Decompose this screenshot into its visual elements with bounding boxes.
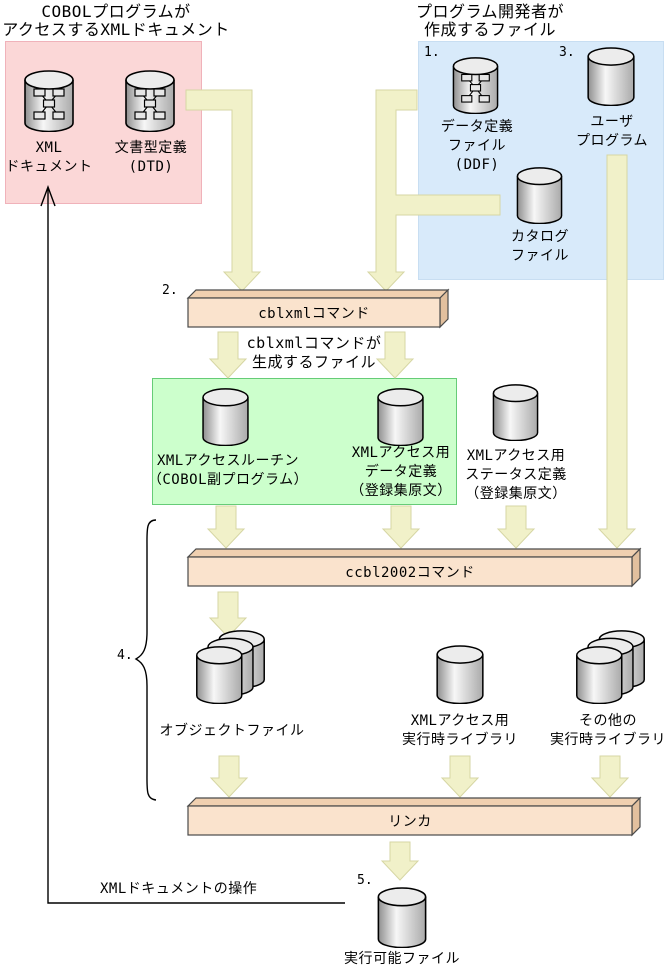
xml-access-statusdef-cylinder-icon [492, 384, 539, 441]
step-number-5: 5. [357, 873, 373, 888]
group4-brace-icon [134, 519, 157, 801]
step-number-1: 1. [424, 45, 440, 60]
dtd-label: 文書型定義(DTD) [114, 140, 188, 175]
cobol-accessed-files-group-box [5, 41, 202, 204]
xml-runtime-library-label: XMLアクセス用実行時ライブラリ [402, 713, 518, 748]
ddf-label: データ定義ファイル(DDF) [440, 119, 514, 173]
xml-runtime-library-cylinder-icon [436, 645, 484, 704]
arrow-objects-to-linker [209, 755, 249, 798]
other-runtime-library-cylinder-stack-icon [577, 631, 644, 704]
xml-access-routine-label: XMLアクセスルーチン（COBOL副プログラム） [147, 453, 309, 488]
heading-cobol-accessed-files: COBOLプログラムが アクセスするXMLドキュメント [2, 2, 230, 39]
xml-operation-label: XMLドキュメントの操作 [100, 881, 258, 897]
arrow-xmlruntime-to-linker [440, 755, 480, 798]
heading-developer-created-files: プログラム開発者が 作成するファイル [415, 2, 565, 39]
linker-label: リンカ [388, 814, 432, 830]
other-runtime-library-label: その他の実行時ライブラリ [550, 713, 666, 748]
arrow-ccbl2002-to-objects [208, 591, 248, 638]
catalog-file-label: カタログファイル [511, 229, 569, 264]
arrow-routine-to-ccbl2002 [206, 505, 246, 549]
step-number-2: 2. [162, 283, 178, 298]
arrow-datadef-to-ccbl2002 [381, 505, 421, 549]
cblxml-generates-note: cblxmlコマンドが生成するファイル [246, 334, 382, 371]
arrow-cblxml-out-left [208, 331, 248, 379]
executable-file-cylinder-icon [377, 887, 427, 948]
arrow-cblxml-out-right [375, 331, 415, 379]
object-files-cylinder-stack-icon [197, 631, 264, 704]
xml-operation-line [47, 188, 345, 904]
xml-access-datadef-label: XMLアクセス用データ定義（登録集原文） [350, 445, 452, 499]
object-files-label: オブジェクトファイル [159, 723, 305, 739]
arrow-statusdef-to-ccbl2002 [496, 505, 536, 549]
xml-access-statusdef-label: XMLアクセス用ステータス定義（登録集原文） [465, 448, 567, 502]
step-number-4: 4. [117, 648, 133, 663]
executable-file-label: 実行可能ファイル [344, 951, 460, 967]
ccbl2002-command-label: ccbl2002コマンド [345, 565, 475, 581]
arrow-otherruntime-to-linker [590, 755, 630, 798]
arrow-linker-to-executable [380, 841, 420, 881]
cblxml-command-label: cblxmlコマンド [258, 306, 370, 322]
user-program-label: ユーザプログラム [575, 114, 649, 149]
step-number-3: 3. [559, 45, 575, 60]
